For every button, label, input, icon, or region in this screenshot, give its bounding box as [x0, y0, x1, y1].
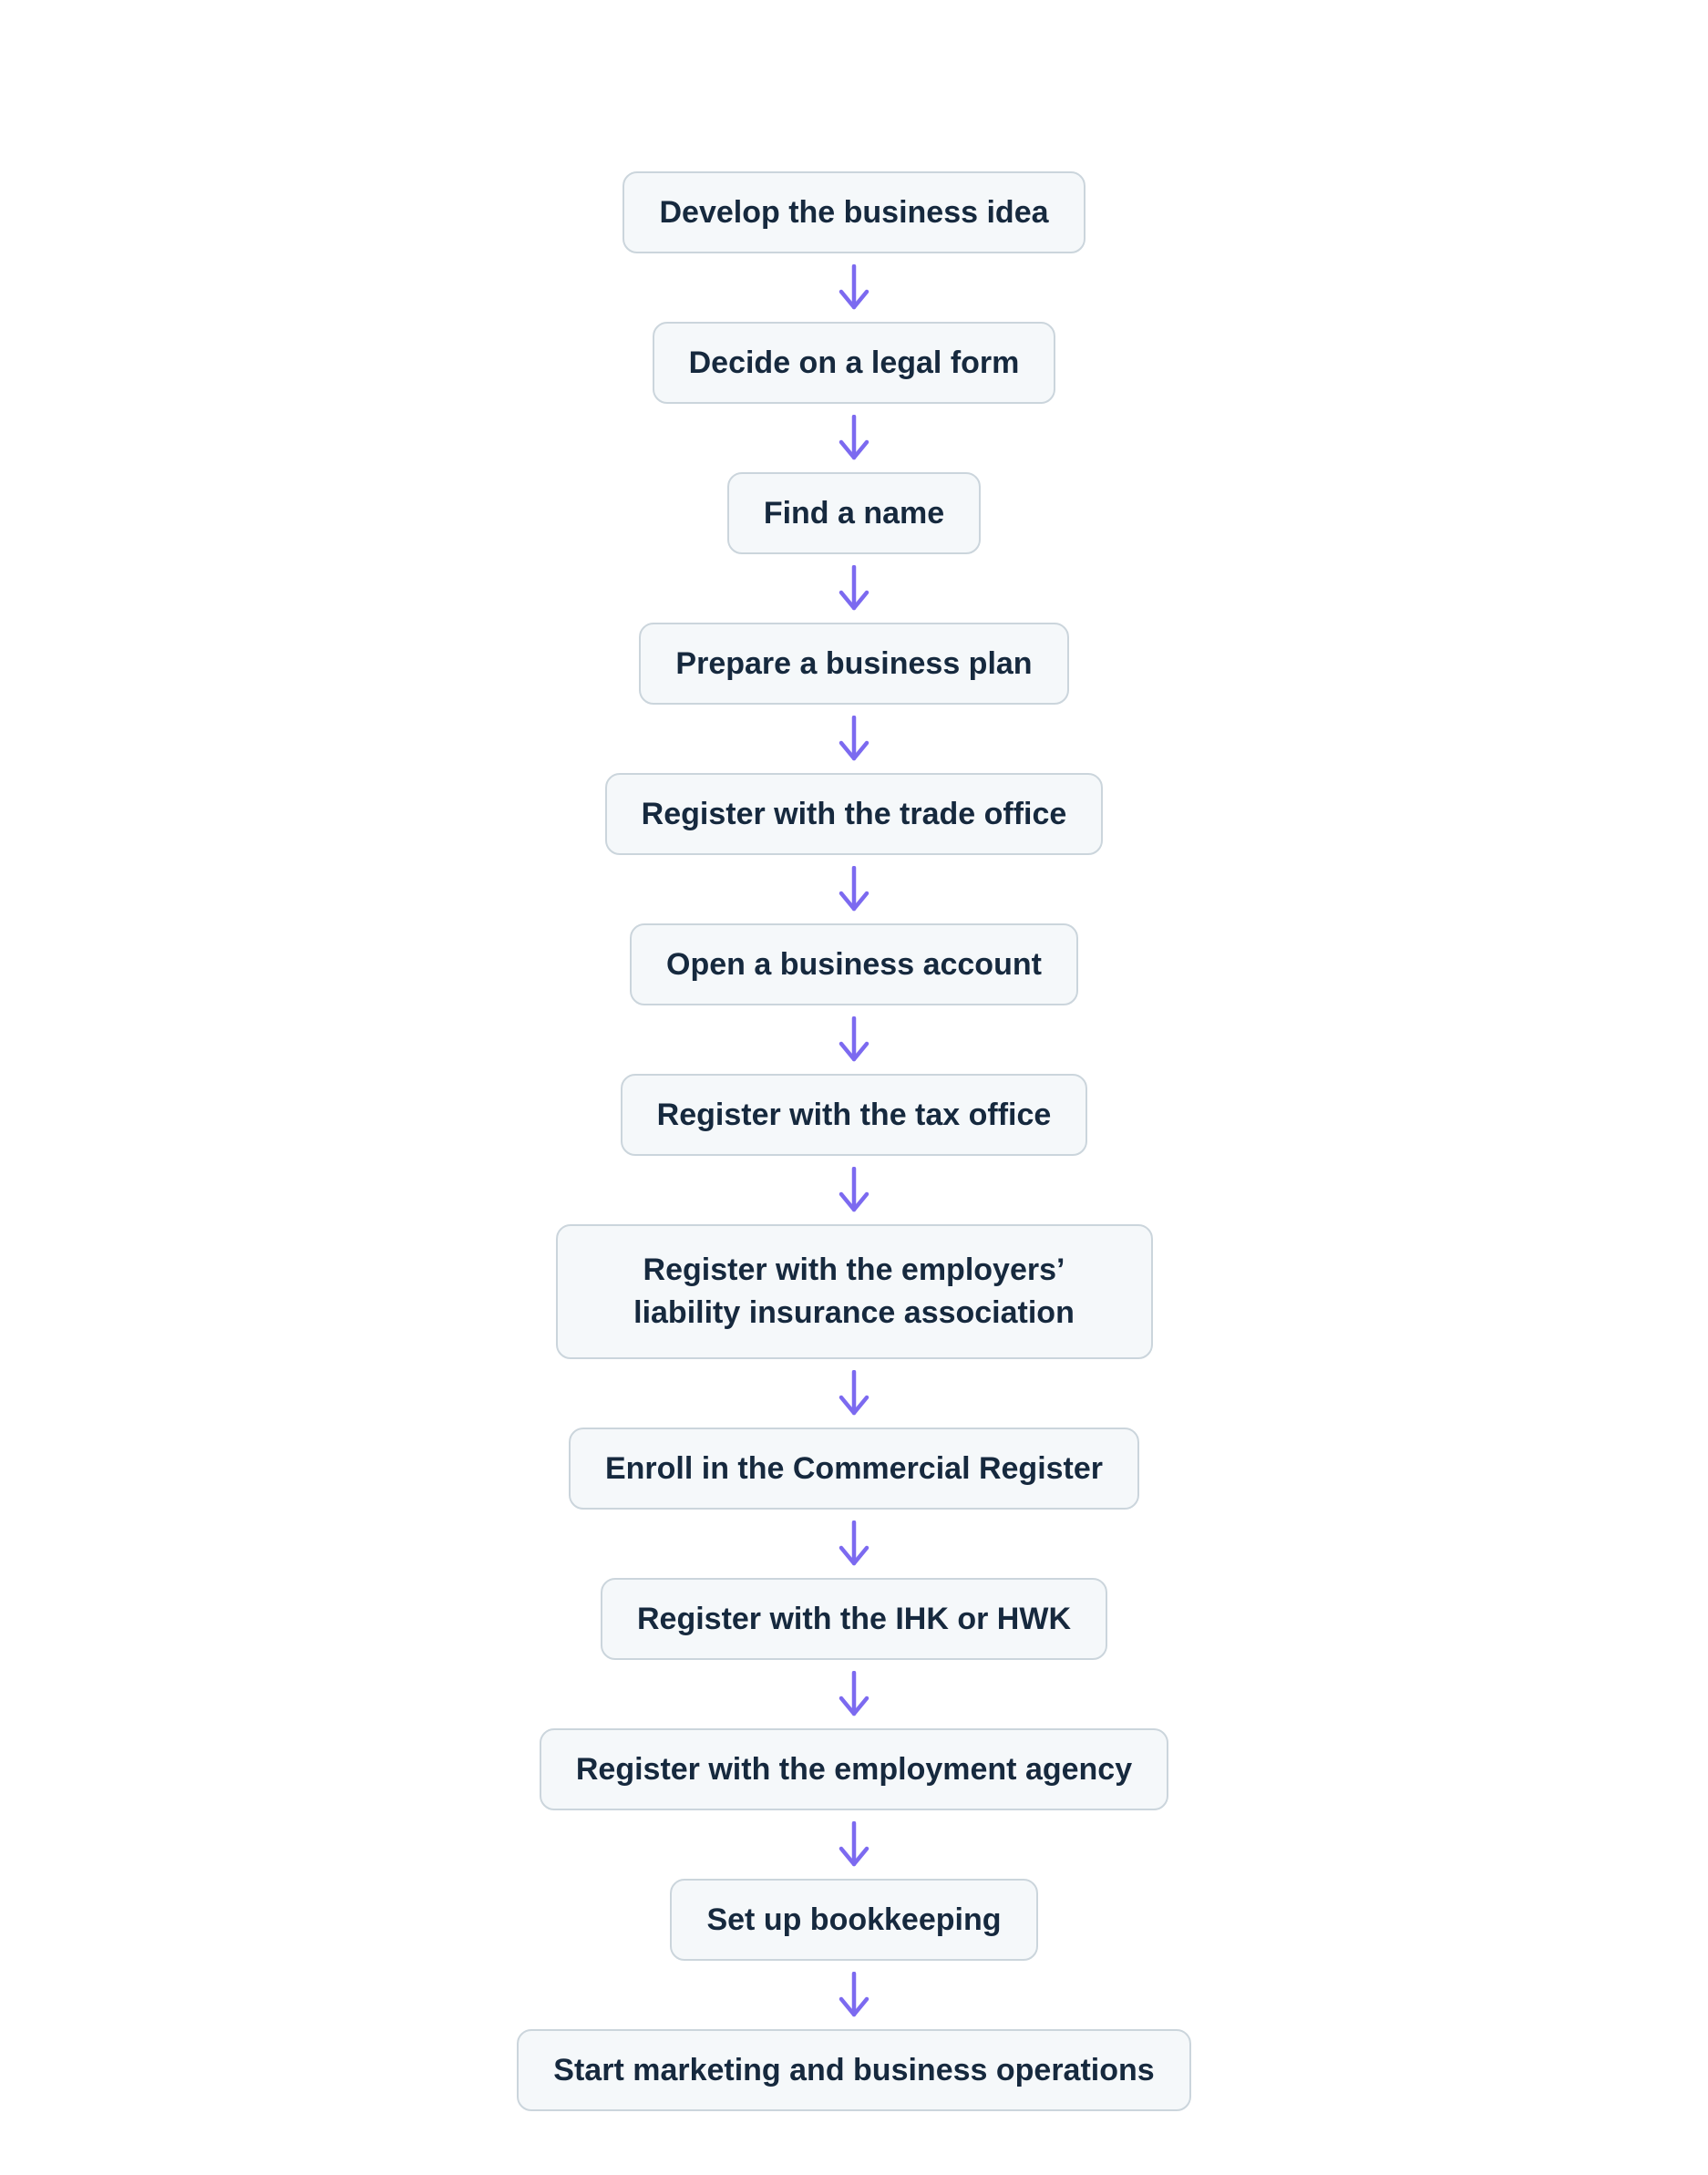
down-arrow-icon [836, 404, 872, 472]
flow-step-label: Register with the IHK or HWK [636, 1601, 1072, 1636]
flow-step-label: Find a name [763, 495, 945, 531]
flow-step-ihk-hwk: Register with the IHK or HWK [600, 1578, 1108, 1660]
flow-step-liability-insurance: Register with the employers’ liability i… [555, 1224, 1153, 1359]
flow-step-label: Open a business account [666, 946, 1042, 982]
flow-step-tax-office: Register with the tax office [620, 1074, 1088, 1156]
flow-step-find-name: Find a name [726, 472, 982, 554]
flow-step-commercial-register: Enroll in the Commercial Register [568, 1428, 1140, 1510]
flow-step-bookkeeping: Set up bookkeeping [670, 1879, 1038, 1961]
down-arrow-icon [836, 1810, 872, 1879]
down-arrow-icon [836, 253, 872, 322]
flow-step-label: Register with the tax office [656, 1097, 1052, 1132]
flow-step-label: Register with the trade office [641, 796, 1067, 831]
flow-step-label: Start marketing and business operations [553, 2052, 1155, 2087]
flow-step-employment-agency: Register with the employment agency [539, 1728, 1169, 1810]
flow-step-develop-idea: Develop the business idea [622, 171, 1086, 253]
down-arrow-icon [836, 1660, 872, 1728]
flow-step-legal-form: Decide on a legal form [652, 322, 1056, 404]
business-startup-flowchart: Develop the business idea Decide on a le… [517, 171, 1191, 2111]
flow-step-label: Prepare a business plan [675, 645, 1033, 681]
down-arrow-icon [836, 1005, 872, 1074]
flow-step-trade-office: Register with the trade office [604, 773, 1104, 855]
flow-step-label: Register with the employment agency [575, 1751, 1133, 1787]
down-arrow-icon [836, 1156, 872, 1224]
flow-step-label: Decide on a legal form [688, 345, 1020, 380]
down-arrow-icon [836, 705, 872, 773]
flow-step-label: Enroll in the Commercial Register [604, 1450, 1104, 1486]
flow-step-business-plan: Prepare a business plan [639, 623, 1069, 705]
down-arrow-icon [836, 1961, 872, 2029]
down-arrow-icon [836, 1510, 872, 1578]
flow-step-label: Develop the business idea [659, 194, 1049, 230]
down-arrow-icon [836, 855, 872, 923]
flow-step-label: Register with the employers’ liability i… [633, 1252, 1075, 1330]
flow-step-label: Set up bookkeeping [706, 1902, 1002, 1937]
down-arrow-icon [836, 1359, 872, 1428]
flow-step-start-operations: Start marketing and business operations [517, 2029, 1191, 2111]
flow-step-business-account: Open a business account [630, 923, 1078, 1005]
down-arrow-icon [836, 554, 872, 623]
